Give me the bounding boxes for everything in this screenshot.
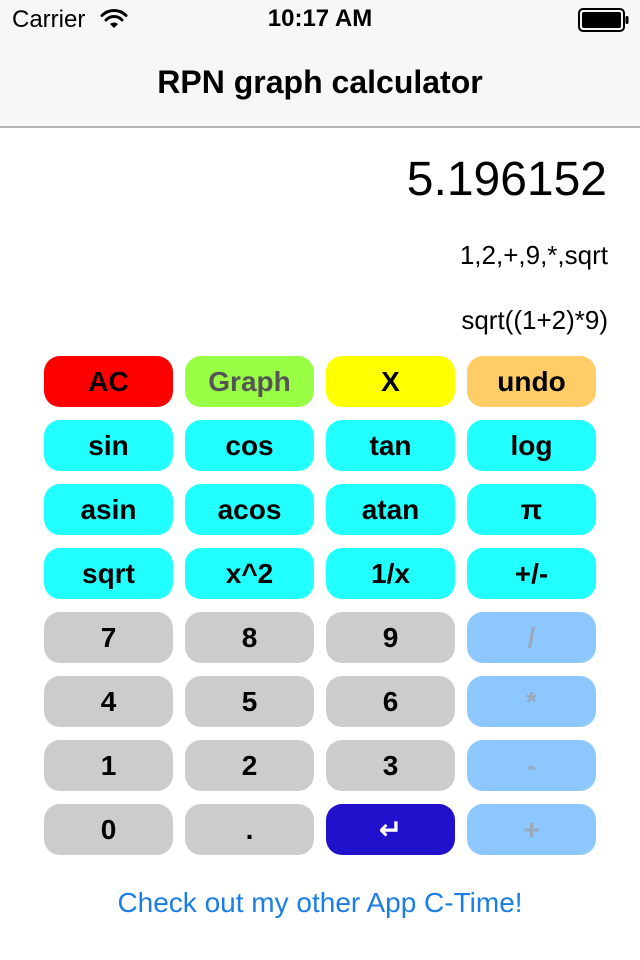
pi-button[interactable]: π: [467, 484, 596, 535]
carrier-label: Carrier: [12, 6, 86, 33]
page-title: RPN graph calculator: [157, 64, 483, 100]
digit-0-button[interactable]: 0: [44, 804, 173, 855]
graph-button[interactable]: Graph: [185, 356, 314, 407]
wifi-icon: [100, 9, 128, 28]
reciprocal-button[interactable]: 1/x: [326, 548, 455, 599]
digit-3-button[interactable]: 3: [326, 740, 455, 791]
digit-5-button[interactable]: 5: [185, 676, 314, 727]
undo-button[interactable]: undo: [467, 356, 596, 407]
navigation-bar: RPN graph calculator: [0, 40, 640, 128]
other-app-link[interactable]: Check out my other App C-Time!: [117, 887, 523, 918]
add-button[interactable]: +: [467, 804, 596, 855]
keypad: AC Graph X undo sin cos tan log asin aco…: [44, 356, 596, 855]
digit-7-button[interactable]: 7: [44, 612, 173, 663]
digit-8-button[interactable]: 8: [185, 612, 314, 663]
status-bar: Carrier 10:17 AM: [0, 0, 640, 40]
digit-2-button[interactable]: 2: [185, 740, 314, 791]
digit-9-button[interactable]: 9: [326, 612, 455, 663]
variable-x-button[interactable]: X: [326, 356, 455, 407]
log-button[interactable]: log: [467, 420, 596, 471]
cos-button[interactable]: cos: [185, 420, 314, 471]
enter-button[interactable]: ↵: [326, 804, 455, 855]
digit-1-button[interactable]: 1: [44, 740, 173, 791]
digit-4-button[interactable]: 4: [44, 676, 173, 727]
subtract-button[interactable]: -: [467, 740, 596, 791]
acos-button[interactable]: acos: [185, 484, 314, 535]
multiply-button[interactable]: *: [467, 676, 596, 727]
sin-button[interactable]: sin: [44, 420, 173, 471]
digit-6-button[interactable]: 6: [326, 676, 455, 727]
sqrt-button[interactable]: sqrt: [44, 548, 173, 599]
battery-icon: [578, 8, 629, 32]
infix-expression: sqrt((1+2)*9): [461, 305, 608, 335]
negate-button[interactable]: +/-: [467, 548, 596, 599]
asin-button[interactable]: asin: [44, 484, 173, 535]
atan-button[interactable]: atan: [326, 484, 455, 535]
status-time: 10:17 AM: [267, 5, 373, 32]
result-display: 5.196152: [406, 153, 607, 206]
rpn-expression: 1,2,+,9,*,sqrt: [459, 240, 608, 270]
decimal-point-button[interactable]: .: [185, 804, 314, 855]
divide-button[interactable]: /: [467, 612, 596, 663]
square-button[interactable]: x^2: [185, 548, 314, 599]
ac-button[interactable]: AC: [44, 356, 173, 407]
tan-button[interactable]: tan: [326, 420, 455, 471]
